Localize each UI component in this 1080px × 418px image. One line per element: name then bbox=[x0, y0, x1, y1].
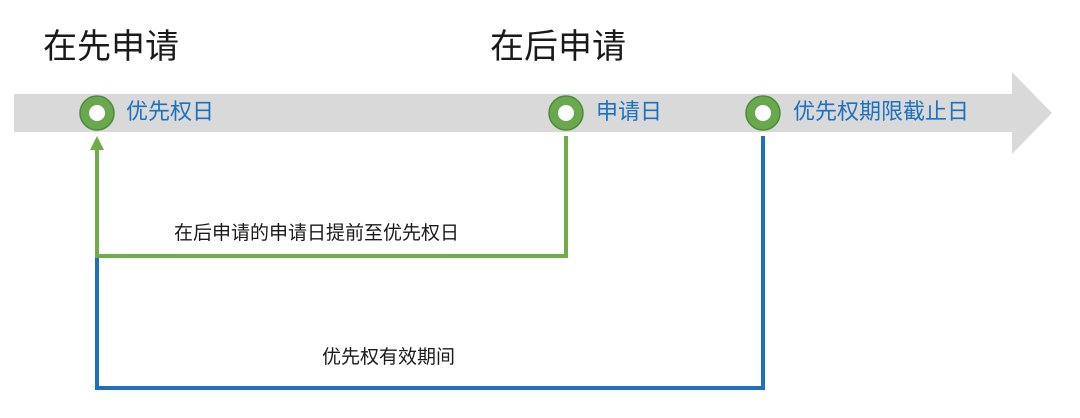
priority-deadline-marker bbox=[745, 95, 781, 131]
priority-date-marker bbox=[79, 95, 115, 131]
earlier-application-heading: 在先申请 bbox=[43, 27, 179, 67]
filing-date-advance-label: 在后申请的申请日提前至优先权日 bbox=[174, 222, 460, 244]
priority-date-label: 优先权日 bbox=[126, 100, 215, 125]
filing-date-marker bbox=[548, 95, 584, 131]
timeline-arrow bbox=[14, 72, 1052, 154]
filing-date-advance-arrowhead bbox=[90, 136, 104, 150]
priority-period-label: 优先权有效期间 bbox=[322, 346, 456, 368]
filing-date-label: 申请日 bbox=[596, 100, 663, 125]
priority-deadline-label: 优先权期限截止日 bbox=[793, 100, 970, 125]
filing-date-advance-connector bbox=[95, 136, 568, 258]
later-application-heading: 在后申请 bbox=[490, 27, 626, 67]
priority-period-connector bbox=[95, 136, 765, 390]
